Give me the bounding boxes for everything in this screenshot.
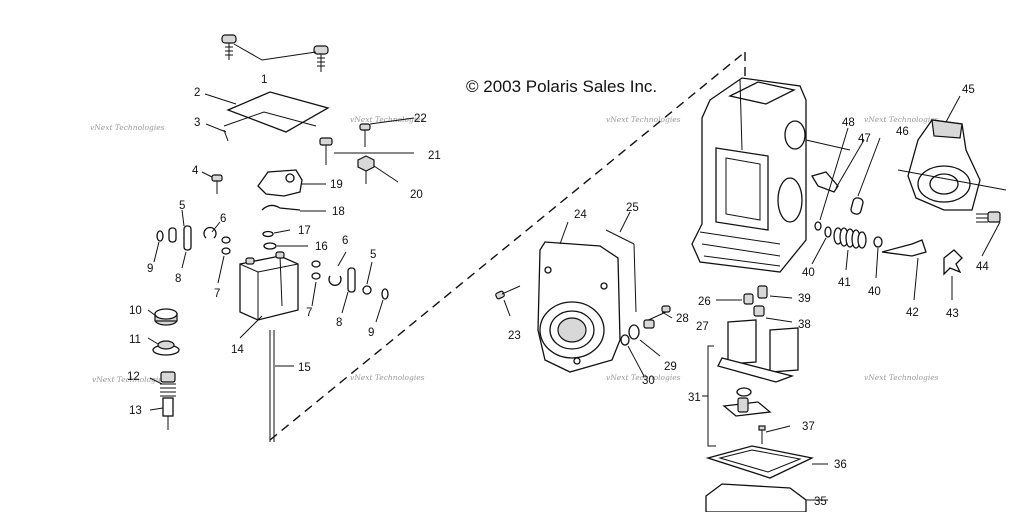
part-number: 11 [129,334,141,346]
part-number: 13 [129,405,142,417]
part-number: 23 [508,330,521,342]
part-number: 8 [175,273,181,285]
part-number: 45 [962,84,975,96]
left-parts [147,34,415,442]
float-bowl-assembly [717,319,799,383]
part-number: 6 [342,235,348,247]
carburetor-body [691,77,851,273]
watermark: vNext Technologies [350,115,425,124]
part-number: 42 [906,307,919,319]
part-number: 7 [214,288,220,300]
watermark: vNext Technologies [864,373,939,382]
part-number: 5 [179,200,185,212]
part-number: 22 [414,113,427,125]
part-number: 25 [626,202,639,214]
bracket-part [257,169,303,197]
part-number: 21 [428,150,441,162]
part-number: 10 [129,305,142,317]
float-part [239,251,299,321]
part-number: 15 [298,362,311,374]
spring-part [833,227,867,249]
screw-part [221,34,329,72]
watermarks: vNext Technologies vNext Technologies vN… [90,115,939,384]
part-number: 4 [192,165,199,177]
part-number: 18 [332,206,345,218]
part-number: 2 [194,87,200,99]
part-number: 38 [798,319,811,331]
part-number: 40 [802,267,815,279]
part-number: 35 [814,496,827,508]
part-number: 27 [696,321,709,333]
part-number: 37 [802,421,815,433]
part-number: 29 [664,361,677,373]
part-number: 43 [946,308,959,320]
part-number: 6 [220,213,226,225]
middle-parts [495,211,673,377]
part-number: 9 [147,263,153,275]
assembly-lines [269,51,746,441]
part-number: 17 [298,225,311,237]
part-number: 28 [676,313,689,325]
part-number: 14 [231,344,244,356]
watermark: vNext Technologies [606,373,681,382]
watermark: vNext Technologies [606,115,681,124]
cover-plate [226,91,330,133]
part-number: 1 [261,74,267,86]
watermark: vNext Technologies [864,115,939,124]
part-number: 26 [698,296,711,308]
copyright-notice: © 2003 Polaris Sales Inc. [466,77,657,96]
part-number: 16 [315,241,328,253]
valve-part [160,371,176,430]
part-number: 24 [574,209,587,221]
part-number: 20 [410,189,423,201]
watermark: vNext Technologies [90,123,165,132]
part-number: 19 [330,179,343,191]
part-number: 46 [896,126,909,138]
watermark: vNext Technologies [350,373,425,382]
choke-housing [897,119,1007,211]
part-number: 12 [127,371,140,383]
part-number: 3 [194,117,200,129]
part-number: 47 [858,133,871,145]
right-parts [691,77,1007,512]
part-number: 7 [306,307,312,319]
part-number: 41 [838,277,851,289]
part-number: 5 [370,249,376,261]
part-number: 8 [336,317,342,329]
part-number: 9 [368,327,374,339]
part-number: 40 [868,286,881,298]
part-number-labels: 1 2 3 4 5 6 7 8 9 10 11 12 13 14 15 16 1… [127,74,989,508]
part-number: 31 [688,392,701,404]
watermark: vNext Technologies [92,375,167,384]
part-number: 48 [842,117,855,129]
part-number: 36 [834,459,847,471]
part-number: 30 [642,375,655,387]
part-number: 39 [798,293,811,305]
part-number: 44 [976,261,989,273]
